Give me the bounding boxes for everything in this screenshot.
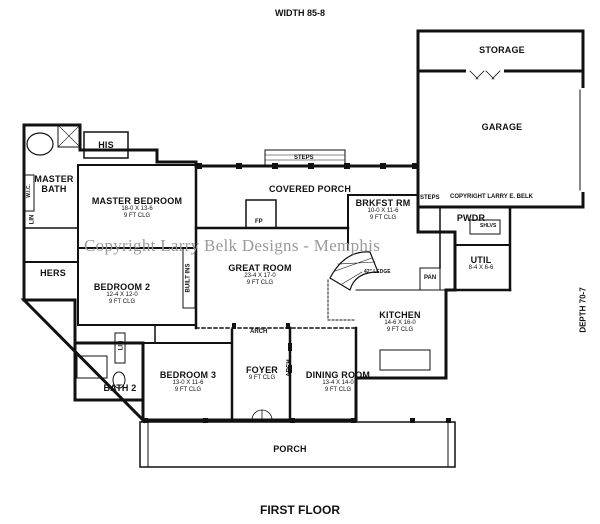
room-covered-porch: COVERED PORCH xyxy=(255,184,365,194)
depth-dimension-label: DEPTH 70-7 xyxy=(578,287,588,333)
room-brkfst-rm-name: BRKFST RM xyxy=(355,198,411,208)
room-util-dims: 8-4 X 6-6 xyxy=(468,265,494,272)
watermark-text: Copyright Larry Belk Designs - Memphis xyxy=(84,236,381,255)
fireplace-label: FP xyxy=(255,219,263,225)
room-kitchen-name: KITCHEN xyxy=(379,310,421,320)
room-bath2: BATH 2 xyxy=(100,383,140,393)
room-bedroom2-clg: 9 FT CLG xyxy=(108,299,136,306)
room-pwdr-name: PWDR xyxy=(456,213,486,223)
room-brkfst-rm: BRKFST RM 10-0 X 11-6 9 FT CLG xyxy=(350,198,416,222)
room-master-bedroom-dims: 18-0 X 13-6 xyxy=(121,206,153,213)
room-master-bath-name2: BATH xyxy=(41,184,67,195)
garage-outline xyxy=(416,69,585,209)
steps-garage-label: STEPS xyxy=(420,195,440,201)
room-covered-porch-name: COVERED PORCH xyxy=(268,184,352,194)
room-dining-room: DINING ROOM 13-4 X 14-0 9 FT CLG xyxy=(298,370,378,394)
room-porch-name: PORCH xyxy=(273,444,307,454)
room-garage-name: GARAGE xyxy=(481,122,523,132)
room-foyer-clg: 9 FT CLG xyxy=(248,375,276,382)
room-storage-name: STORAGE xyxy=(479,45,525,55)
room-hers-name: HERS xyxy=(40,268,66,278)
room-bedroom3-clg: 9 FT CLG xyxy=(174,387,202,394)
linen-bath2-label: LIN xyxy=(118,340,125,351)
room-pwdr: PWDR xyxy=(454,213,488,223)
room-dining-room-name: DINING ROOM xyxy=(305,370,371,380)
room-master-bedroom: MASTER BEDROOM 18-0 X 13-6 9 FT CLG xyxy=(82,196,192,220)
room-kitchen-dims: 14-6 X 16-0 xyxy=(384,320,416,327)
room-great-room-clg: 9 FT CLG xyxy=(246,280,274,287)
floor-title: FIRST FLOOR xyxy=(260,503,340,517)
shelves-label: SHLVS xyxy=(480,223,497,229)
room-master-bath: MASTER BATH xyxy=(34,174,74,195)
room-bath2-name: BATH 2 xyxy=(103,383,137,393)
room-util: UTIL 8-4 X 6-6 xyxy=(456,255,506,272)
room-dining-room-clg: 9 FT CLG xyxy=(324,387,352,394)
room-bedroom2-dims: 12-4 X 12-0 xyxy=(106,292,138,299)
pantry-label: PAN xyxy=(424,275,437,281)
room-dining-room-dims: 13-4 X 14-0 xyxy=(322,380,354,387)
room-hers: HERS xyxy=(36,268,70,278)
room-master-bedroom-name: MASTER BEDROOM xyxy=(91,196,183,206)
linen-master-label: LIN xyxy=(29,214,36,225)
copyright-label: COPYRIGHT LARRY E. BELK xyxy=(450,194,534,200)
steps-porch-label: STEPS xyxy=(294,155,314,161)
room-bedroom3-dims: 13-0 X 11-6 xyxy=(172,380,204,387)
room-bedroom2: BEDROOM 2 12-4 X 12-0 9 FT CLG xyxy=(84,282,160,306)
arch-great-room-label: ARCH xyxy=(250,329,268,335)
room-brkfst-rm-clg: 9 FT CLG xyxy=(369,215,397,222)
room-porch: PORCH xyxy=(250,444,330,454)
room-util-name: UTIL xyxy=(470,255,492,265)
room-great-room-name: GREAT ROOM xyxy=(228,263,292,273)
room-his-name: HIS xyxy=(98,140,114,150)
room-bedroom3-name: BEDROOM 3 xyxy=(159,370,217,380)
width-dimension-label: WIDTH 85-8 xyxy=(274,8,325,18)
arch-foyer-label: ARCH xyxy=(286,359,293,377)
wic-label: W.I.C. xyxy=(25,184,32,198)
ledge-label: 42" LEDGE xyxy=(364,269,391,275)
room-bedroom3: BEDROOM 3 13-0 X 11-6 9 FT CLG xyxy=(148,370,228,394)
room-bedroom2-name: BEDROOM 2 xyxy=(93,282,151,292)
room-great-room: GREAT ROOM 23-4 X 17-0 9 FT CLG xyxy=(210,263,310,287)
room-storage: STORAGE xyxy=(462,45,542,55)
room-garage: GARAGE xyxy=(462,122,542,132)
room-kitchen-clg: 9 FT CLG xyxy=(386,327,414,334)
room-kitchen: KITCHEN 14-6 X 16-0 9 FT CLG xyxy=(370,310,430,334)
room-foyer-name: FOYER xyxy=(245,365,278,375)
room-brkfst-rm-dims: 10-0 X 11-6 xyxy=(367,208,399,215)
room-his: HIS xyxy=(94,140,118,150)
room-foyer: FOYER 9 FT CLG xyxy=(240,365,284,382)
room-master-bedroom-clg: 9 FT CLG xyxy=(123,213,151,220)
built-ins-label: BUILT INS xyxy=(185,263,192,293)
room-master-bath-name: MASTER xyxy=(34,174,74,184)
room-great-room-dims: 23-4 X 17-0 xyxy=(244,273,276,280)
front-porch xyxy=(139,421,456,468)
